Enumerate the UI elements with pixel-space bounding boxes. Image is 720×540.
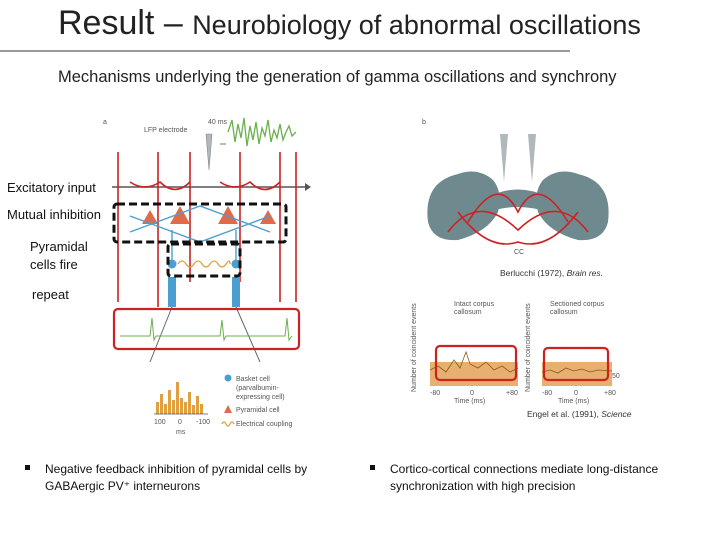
tick-a-2: -100 [196, 419, 210, 426]
svg-text:-80: -80 [542, 390, 552, 397]
label-repeat: repeat [32, 287, 69, 302]
callosal-fibers [447, 193, 589, 245]
hist-right-highlight [542, 346, 610, 382]
svg-text:Electrical coupling: Electrical coupling [236, 421, 293, 428]
bullet-cortico-cortical: Cortico-cortical connections mediate lon… [370, 461, 658, 495]
svg-text:-80: -80 [430, 390, 440, 397]
figure-b-brain: b CC [422, 119, 609, 256]
svg-text:+80: +80 [506, 390, 518, 397]
svg-text:Time (ms): Time (ms) [454, 398, 485, 405]
bullet-feedback-inhibition: Negative feedback inhibition of pyramida… [25, 461, 307, 495]
tick-a-1: 0 [178, 419, 182, 426]
svg-text:Number of coincident events: Number of coincident events [411, 303, 418, 392]
svg-text:(parvalbumin-: (parvalbumin- [236, 385, 279, 392]
slide-title: Result – Neurobiology of abnormal oscill… [58, 4, 641, 43]
svg-text:0: 0 [470, 390, 474, 397]
svg-text:callosum: callosum [454, 309, 482, 316]
label-mutual-inhibition: Mutual inhibition [7, 207, 101, 222]
svg-text:Sectioned corpus: Sectioned corpus [550, 301, 605, 308]
mutual-inhibition-box [112, 202, 288, 244]
hist-right-fill [542, 362, 612, 386]
spike-trace [120, 317, 293, 342]
spike-trace-box [112, 307, 301, 351]
pyramidal-axons [117, 152, 297, 307]
title-divider [0, 50, 570, 52]
basket-cell-right [231, 259, 241, 269]
citation-berlucchi: Berlucchi (1972), Brain res. [500, 268, 603, 278]
svg-text:Time (ms): Time (ms) [558, 398, 589, 405]
panel-a-letter: a [103, 119, 107, 126]
pyramidal-fire-box [166, 242, 242, 278]
brain-hemispheres [427, 171, 609, 241]
legend-a: Basket cell (parvalbumin- expressing cel… [221, 374, 293, 428]
panel-b-letter: b [422, 119, 426, 126]
label-pyramidal-line1: Pyramidal [30, 239, 88, 254]
svg-text:Number of coincident events: Number of coincident events [525, 303, 532, 392]
svg-text:Pyramidal cell: Pyramidal cell [236, 407, 280, 414]
label-excitatory-input: Excitatory input [7, 180, 96, 195]
title-main: Result – [58, 4, 193, 42]
slide-subtitle: Mechanisms underlying the generation of … [58, 68, 617, 86]
svg-text:Intact corpus: Intact corpus [454, 301, 495, 308]
scale-label: 40 ms [208, 119, 228, 126]
bullet-mark [370, 465, 375, 470]
hist-left-highlight [434, 344, 518, 382]
histogram-a [156, 382, 203, 414]
bullet-mark [25, 465, 30, 470]
lfp-trace [227, 117, 297, 147]
svg-text:callosum: callosum [550, 309, 578, 316]
lfp-electrode [205, 133, 213, 171]
svg-text:+80: +80 [604, 390, 616, 397]
label-pyramidal-line2: cells fire [30, 257, 78, 272]
basket-cell-left [167, 259, 177, 269]
citation-engel: Engel et al. (1991), Science [527, 409, 632, 419]
cc-label: CC [514, 249, 524, 256]
tick-a-0: 100 [154, 419, 166, 426]
figure-a-circuit: a 40 ms LFP electrode [103, 117, 311, 436]
axis-unit-a: ms [176, 429, 186, 436]
electrical-coupling [177, 260, 231, 268]
svg-text:Basket cell: Basket cell [236, 376, 270, 383]
figure-b-histograms: Intact corpus callosum Sectioned corpus … [411, 301, 620, 405]
svg-text:50: 50 [612, 373, 620, 380]
svg-text:0: 0 [574, 390, 578, 397]
electrode-label: LFP electrode [144, 127, 188, 134]
title-rest: Neurobiology of abnormal oscillations [192, 10, 641, 40]
svg-text:expressing cell): expressing cell) [236, 394, 285, 401]
recording-electrodes [149, 277, 261, 363]
